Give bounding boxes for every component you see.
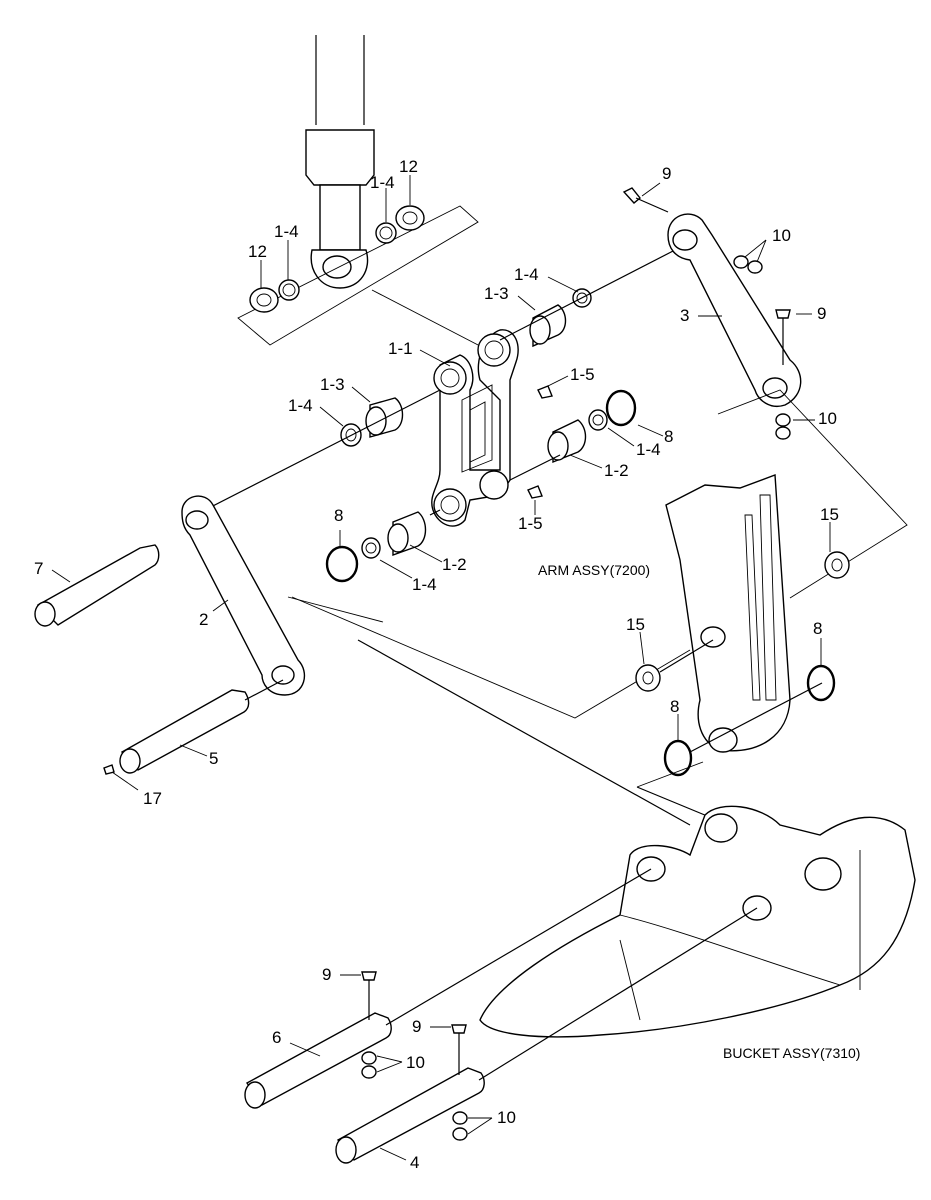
callout-label: 1-4	[412, 575, 437, 594]
seal-1-4-mid-right	[588, 409, 608, 431]
oring-8-arm-left	[663, 739, 693, 777]
pin-5	[119, 679, 284, 774]
oring-8-arm-right	[806, 664, 836, 702]
callout-label: 15	[626, 615, 645, 634]
bucket-cylinder	[305, 35, 375, 289]
callout-label: 12	[248, 242, 267, 261]
pin-axis-mid	[509, 454, 561, 481]
callout-labels: 9 10 3 9 10 12 1-4 12 1-4 1-4 1-3 1-1 1-…	[34, 157, 839, 1172]
callout-label: 12	[399, 157, 418, 176]
pin-axis-upper	[204, 389, 441, 511]
arm-plane-b	[636, 786, 713, 819]
cotter-17	[103, 764, 115, 775]
callout-label: 1-2	[442, 555, 467, 574]
callout-label: 1-4	[274, 222, 299, 241]
bolt-9-pin4	[451, 1024, 467, 1075]
bushing-1-3-left	[365, 397, 404, 438]
callout-label: 9	[817, 304, 826, 323]
bolt-9-mid	[775, 309, 791, 365]
callout-label: 8	[813, 619, 822, 638]
nut-10-pin4	[452, 1111, 468, 1141]
callout-label: 10	[406, 1053, 425, 1072]
callout-label: 9	[412, 1017, 421, 1036]
leader-lines	[51, 175, 831, 1161]
callout-label: 8	[670, 697, 679, 716]
bushing-1-2-lower	[387, 511, 427, 556]
nut-10-mid	[775, 413, 791, 440]
link-1-1	[431, 329, 519, 527]
pin-axis-top	[499, 249, 676, 341]
cylinder-leader	[371, 289, 481, 347]
bushing-1-3-top	[529, 304, 567, 348]
bucket-assembly	[479, 805, 916, 1038]
oring-8-left	[325, 545, 359, 583]
callout-label: 7	[34, 559, 43, 578]
seal-1-4-left	[278, 279, 300, 301]
callout-label: 10	[772, 226, 791, 245]
washer-15-right	[824, 551, 850, 579]
link-3	[667, 213, 802, 407]
pin-plane-a	[287, 596, 384, 623]
callout-label: 1-4	[288, 396, 313, 415]
arm-plane	[636, 761, 704, 788]
callout-label: 6	[272, 1028, 281, 1047]
callout-label: 9	[662, 164, 671, 183]
nut-10-pin6	[361, 1051, 377, 1079]
callout-label: 1-2	[604, 461, 629, 480]
bolt-9-pin6	[361, 971, 377, 1020]
callout-label: 8	[334, 506, 343, 525]
bucket-pin-axis	[357, 639, 691, 826]
callout-label: 8	[664, 427, 673, 446]
callout-label: 15	[820, 505, 839, 524]
washer-12-left	[249, 287, 279, 313]
link-2	[181, 495, 306, 696]
seal-1-4-lower	[361, 537, 381, 559]
callout-label: 1-4	[370, 173, 395, 192]
callout-label: 1-3	[320, 375, 345, 394]
callout-label: 1-4	[514, 265, 539, 284]
oring-8-upper	[605, 389, 637, 427]
pin-6	[244, 868, 652, 1109]
arm-pin-axis	[659, 639, 714, 673]
bushing-1-2-right	[547, 419, 587, 464]
bolt-9-top	[622, 187, 669, 213]
nut-10-top	[733, 255, 763, 274]
callout-label: 10	[497, 1108, 516, 1127]
pin-axis-lower	[429, 509, 441, 516]
callout-label: 1-5	[518, 514, 543, 533]
washer-12-right	[395, 205, 425, 231]
callout-label: 2	[199, 610, 208, 629]
pin-7	[34, 544, 160, 627]
callout-label: 4	[410, 1153, 419, 1172]
seal-1-4-right	[375, 222, 397, 244]
callout-label: 17	[143, 789, 162, 808]
grease-nipple-upper	[537, 385, 553, 399]
callout-label: 1-3	[484, 284, 509, 303]
callout-label: 3	[680, 306, 689, 325]
grease-nipple-lower	[527, 485, 543, 499]
arm-pin-axis-lower	[689, 682, 823, 753]
callout-label: 9	[322, 965, 331, 984]
pin-4	[335, 907, 758, 1164]
arm-assembly	[665, 474, 791, 753]
callout-label: 5	[209, 749, 218, 768]
washer-15-left	[635, 664, 661, 692]
callout-label: 10	[818, 409, 837, 428]
bucket-assy-caption: BUCKET ASSY(7310)	[723, 1045, 860, 1061]
arm-assy-caption: ARM ASSY(7200)	[538, 562, 650, 578]
callout-label: 1-4	[636, 440, 661, 459]
callout-label: 1-5	[570, 365, 595, 384]
callout-label: 1-1	[388, 339, 413, 358]
